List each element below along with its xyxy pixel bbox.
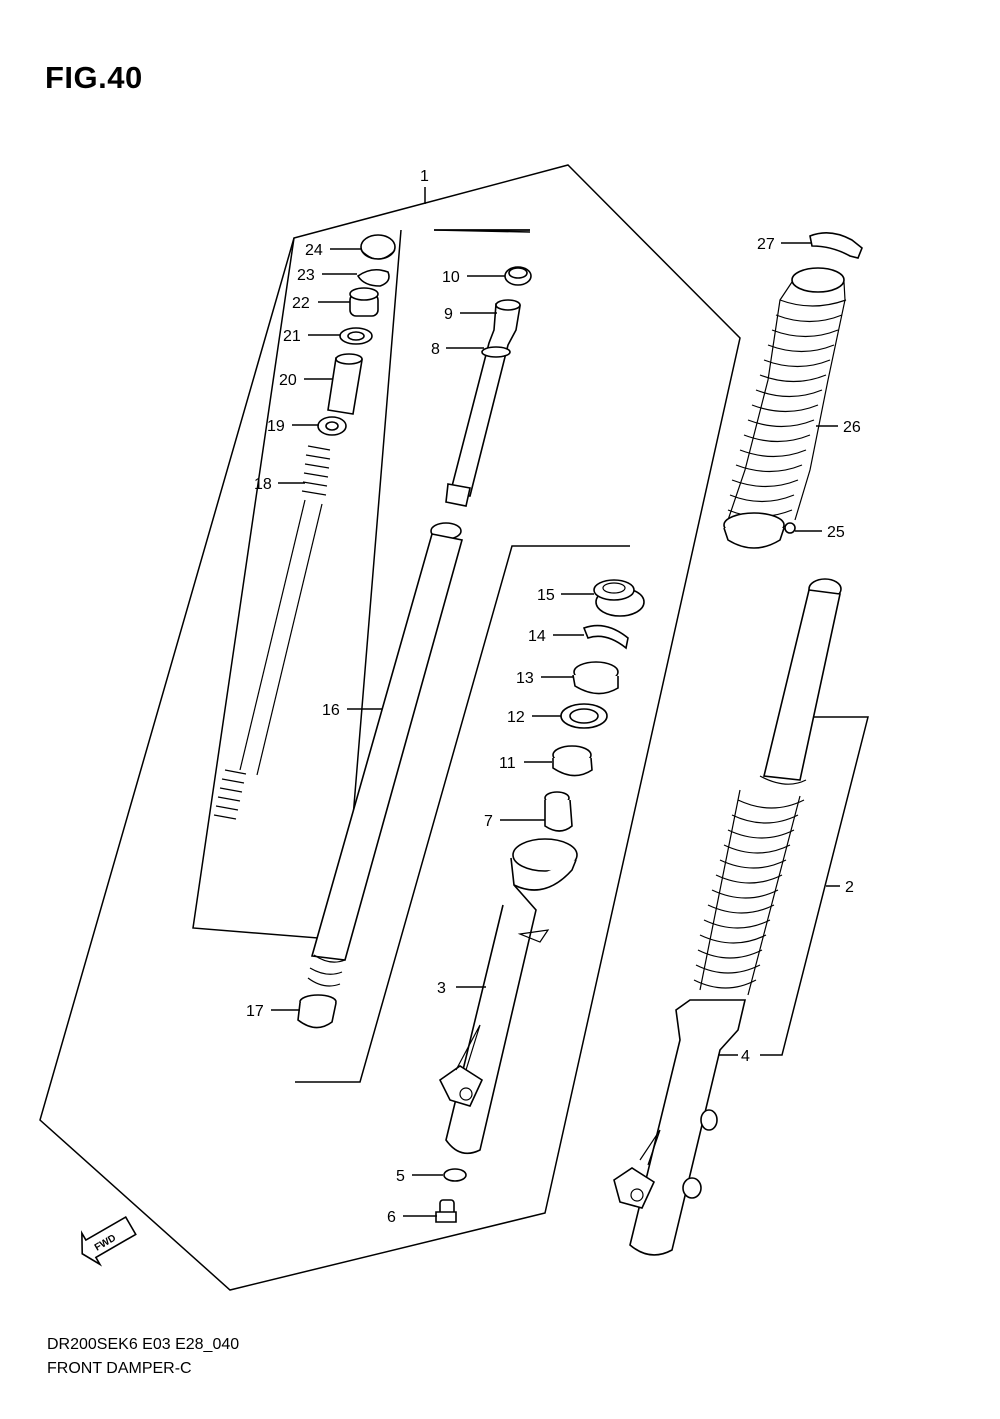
callout-21: 21 (283, 328, 301, 345)
part-11-bushing (552, 745, 593, 777)
part-16-inner-tube (307, 522, 464, 987)
callout-25: 25 (827, 524, 845, 541)
part-14-clip (582, 624, 629, 650)
callout-1: 1 (420, 168, 429, 185)
callout-2: 2 (845, 879, 854, 896)
callout-26: 26 (843, 419, 861, 436)
callout-11: 11 (499, 755, 516, 772)
callout-17: 17 (246, 1003, 264, 1020)
part-12-washer (560, 703, 608, 729)
callout-7: 7 (484, 813, 493, 830)
part-5-washer (443, 1168, 467, 1182)
footer-name: FRONT DAMPER-C (47, 1360, 192, 1377)
callout-13: 13 (516, 670, 534, 687)
callout-22: 22 (292, 295, 310, 312)
group-box-inner-tube (295, 545, 630, 1083)
part-20-spacer-tube (327, 357, 363, 415)
callout-5: 5 (396, 1168, 405, 1185)
callout-9: 9 (444, 306, 453, 323)
callout-19: 19 (267, 418, 285, 435)
part-27-clamp (809, 232, 863, 259)
part-18-spring (213, 445, 331, 820)
callout-10: 10 (442, 269, 460, 286)
part-26-fork-boot (727, 267, 847, 521)
callout-4: 4 (741, 1048, 750, 1065)
callout-15: 15 (537, 587, 555, 604)
callout-23: 23 (297, 267, 315, 284)
callout-8: 8 (431, 341, 440, 358)
callout-16: 16 (322, 702, 340, 719)
figure-title: FIG.40 (45, 60, 143, 95)
part-7-seat (544, 791, 573, 832)
callout-27: 27 (757, 236, 775, 253)
part-13-bushing (572, 661, 619, 695)
callout-3: 3 (437, 980, 446, 997)
callout-6: 6 (387, 1209, 396, 1226)
group-box-rod (192, 229, 402, 941)
callout-14: 14 (528, 628, 546, 645)
callout-12: 12 (507, 709, 525, 726)
group-box-part2 (760, 716, 869, 1056)
footer: DR200SEK6 E03 E28_040 FRONT DAMPER-C (47, 1333, 239, 1381)
part-25-clamp (723, 512, 796, 549)
callout-20: 20 (279, 372, 297, 389)
part-4-fork-leg (613, 578, 842, 1256)
callout-24: 24 (305, 242, 323, 259)
fwd-arrow: FWD (81, 1215, 137, 1267)
part-6-bolt (435, 1199, 457, 1223)
part-3-outer-tube (438, 838, 578, 1155)
footer-code: DR200SEK6 E03 E28_040 (47, 1336, 240, 1353)
part-24-cap (360, 234, 396, 260)
callout-18: 18 (254, 476, 272, 493)
part-23-circlip (356, 268, 390, 287)
part-17-bushing (297, 994, 337, 1029)
callouts: 1 2 3 4 5 6 7 8 9 10 11 12 13 (246, 168, 861, 1226)
part-8-rod (445, 299, 521, 507)
part-15-oil-seal (593, 579, 645, 617)
